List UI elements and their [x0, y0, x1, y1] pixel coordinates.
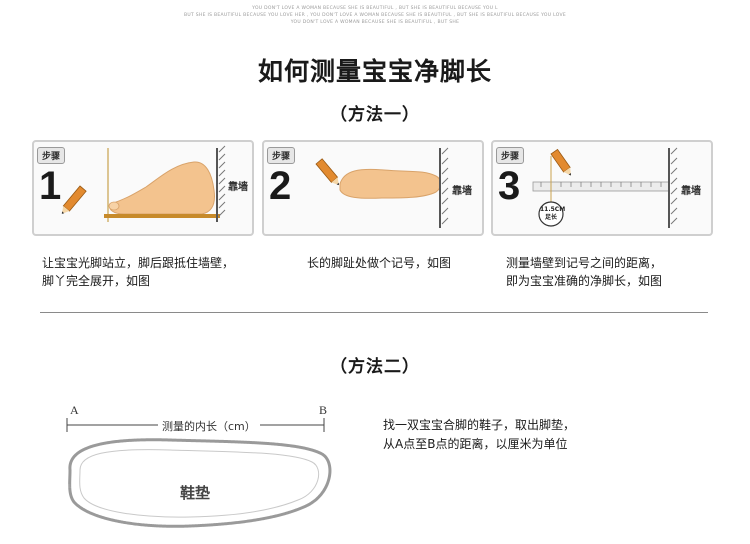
insole-inner-outline — [79, 449, 320, 518]
step-1-panel: 步骤 1 靠墙 — [32, 140, 254, 236]
step-1-caption: 让宝宝光脚站立，脚后跟抵住墙壁， 脚丫完全展开，如图 — [42, 254, 234, 290]
step-2-panel: 步骤 2 靠墙 — [262, 140, 484, 236]
step-tag: 步骤 — [267, 147, 296, 164]
step-number: 2 — [269, 164, 292, 208]
measure-label: 足长 — [544, 214, 557, 221]
step-number: 1 — [39, 164, 62, 208]
foot-shape — [339, 168, 441, 199]
caption-line: 长的脚趾处做个记号，如图 — [307, 256, 452, 270]
insole-illustration — [66, 418, 332, 528]
wall-label: 靠墙 — [452, 186, 472, 197]
measure-text: 11.5CM 足长 — [540, 206, 566, 222]
caption-line: 找一双宝宝合脚的鞋子，取出脚垫， — [383, 418, 576, 432]
step-2-caption: 长的脚趾处做个记号，如图 — [307, 254, 451, 272]
wall-hatch — [441, 147, 449, 225]
measure-value: 11.5CM — [540, 206, 566, 213]
section-divider — [40, 312, 708, 313]
method-two-heading: （方法二） — [330, 357, 420, 377]
caption-line: 脚丫完全展开，如图 — [42, 274, 151, 288]
step-3-illustration — [532, 147, 678, 228]
step-1-illustration — [61, 145, 226, 222]
method-2-caption: 找一双宝宝合脚的鞋子，取出脚垫， 从A点至B点的距离，以厘米为单位 — [383, 416, 575, 454]
wall-hatch — [218, 145, 226, 217]
step-3-caption: 测量墙壁到记号之间的距离， 即为宝宝准确的净脚长，如图 — [506, 254, 662, 290]
pencil-icon — [315, 158, 339, 186]
tagline-1: YOU DON'T LOVE A WOMAN BECAUSE SHE IS BE… — [252, 6, 498, 11]
insole-label: 鞋垫 — [180, 484, 211, 502]
step-number: 3 — [498, 164, 521, 208]
insole-outline — [68, 438, 332, 528]
method-one-heading: （方法一） — [330, 105, 420, 125]
caption-line: 测量墙壁到记号之间的距离， — [506, 256, 663, 270]
caption-line: 从A点至B点的距离，以厘米为单位 — [383, 437, 568, 451]
toe-shape — [108, 201, 120, 211]
point-a-label: A — [70, 403, 79, 417]
step-tag: 步骤 — [37, 147, 66, 164]
caption-line: 让宝宝光脚站立，脚后跟抵住墙壁， — [42, 256, 235, 270]
tagline-3: YOU DON'T LOVE A WOMAN BECAUSE SHE IS BE… — [290, 20, 460, 25]
page-title: 如何测量宝宝净脚长 — [257, 57, 492, 86]
wall-label: 靠墙 — [681, 186, 701, 197]
foot-shape — [109, 161, 215, 215]
wall-label: 靠墙 — [228, 182, 248, 193]
pencil-icon — [550, 148, 571, 176]
step-2-illustration — [315, 147, 449, 228]
point-b-label: B — [319, 403, 328, 417]
measure-badge — [538, 201, 564, 227]
step-3-panel: 步骤 3 靠墙 11.5CM 足长 — [491, 140, 713, 236]
floor-board — [104, 214, 220, 218]
step-tag: 步骤 — [496, 147, 525, 164]
pencil-icon — [61, 185, 87, 214]
tagline-2: BUT SHE IS BEAUTIFUL BECAUSE YOU LOVE HE… — [183, 13, 567, 18]
inner-length-label: 测量的内长（cm） — [158, 418, 260, 434]
wall-hatch — [670, 147, 678, 225]
caption-line: 即为宝宝准确的净脚长，如图 — [506, 274, 663, 288]
